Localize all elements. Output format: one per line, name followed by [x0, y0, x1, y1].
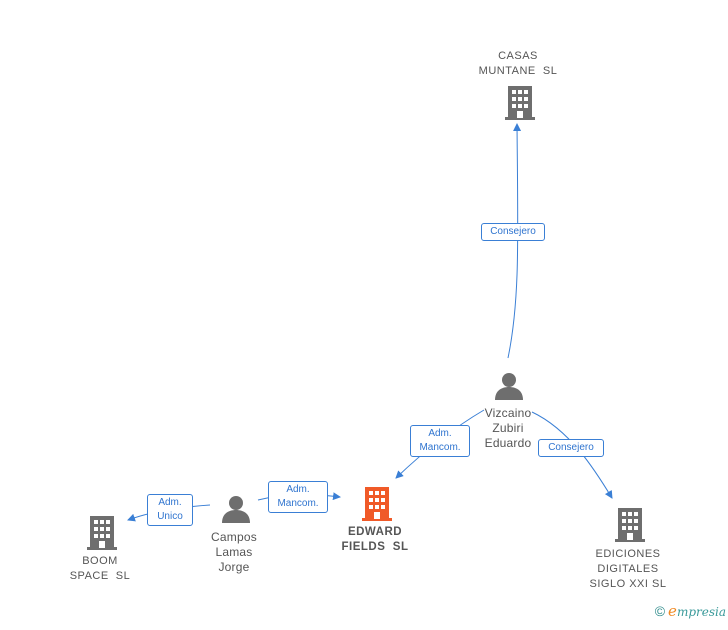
edge-label-line: Consejero	[548, 442, 594, 453]
node-label-line: EDICIONES	[595, 548, 661, 560]
brand-name: mpresia	[676, 605, 726, 619]
node-label-line: Eduardo	[484, 436, 532, 450]
edge-label-line: Mancom.	[419, 442, 461, 453]
edge-vizcaino-casas	[507, 123, 522, 359]
person-icon[interactable]	[221, 495, 251, 523]
node-label-line: DIGITALES	[597, 563, 659, 575]
edge-label-campos-edward[interactable]: Adm. Mancom.	[268, 481, 328, 513]
building-icon[interactable]	[87, 516, 117, 550]
node-label-line: Jorge	[218, 560, 250, 574]
node-label-line: EDWARD	[347, 526, 403, 538]
brand-initial: e	[668, 602, 677, 620]
node-label-campos[interactable]: Campos Lamas Jorge	[194, 530, 274, 575]
edge-label-vizcaino-casas[interactable]: Consejero	[481, 223, 545, 241]
edge-label-line: Adm.	[428, 428, 452, 439]
edge-label-campos-boom[interactable]: Adm. Unico	[147, 494, 193, 526]
building-icon[interactable]	[615, 508, 645, 542]
building-icon[interactable]	[362, 487, 392, 521]
node-label-vizcaino[interactable]: Vizcaino Zubiri Eduardo	[468, 406, 548, 451]
building-icon[interactable]	[505, 86, 535, 120]
node-label-boom[interactable]: BOOM SPACE SL	[50, 554, 150, 584]
node-label-line: Campos	[211, 530, 257, 544]
person-icon[interactable]	[494, 372, 524, 400]
edge-label-vizcaino-edward[interactable]: Adm. Mancom.	[410, 425, 470, 457]
edge-label-vizcaino-ediciones[interactable]: Consejero	[538, 439, 604, 457]
node-label-line: Vizcaino	[484, 406, 532, 420]
node-label-line: Lamas	[215, 545, 253, 559]
edge-label-line: Adm.	[158, 497, 182, 508]
node-label-edward[interactable]: EDWARD FIELDS SL	[325, 525, 425, 555]
node-label-ediciones[interactable]: EDICIONES DIGITALES SIGLO XXI SL	[572, 547, 684, 592]
copyright-icon: ©	[654, 603, 666, 619]
footer-brand: © empresia	[655, 602, 726, 620]
edge-label-line: Consejero	[490, 226, 536, 237]
edge-label-line: Mancom.	[277, 498, 319, 509]
edge-label-line: Unico	[157, 511, 183, 522]
node-label-line: Zubiri	[492, 421, 524, 435]
node-label-line: FIELDS SL	[341, 541, 409, 553]
node-label-line: BOOM	[82, 555, 118, 567]
node-label-line: MUNTANE SL	[478, 65, 558, 77]
node-label-casas[interactable]: CASAS MUNTANE SL	[458, 49, 578, 79]
node-label-line: SIGLO XXI SL	[589, 578, 667, 590]
node-label-line: CASAS	[498, 50, 538, 62]
brand-logo[interactable]: empresia	[668, 602, 726, 620]
node-label-line: SPACE SL	[69, 570, 131, 582]
edge-label-line: Adm.	[286, 484, 310, 495]
